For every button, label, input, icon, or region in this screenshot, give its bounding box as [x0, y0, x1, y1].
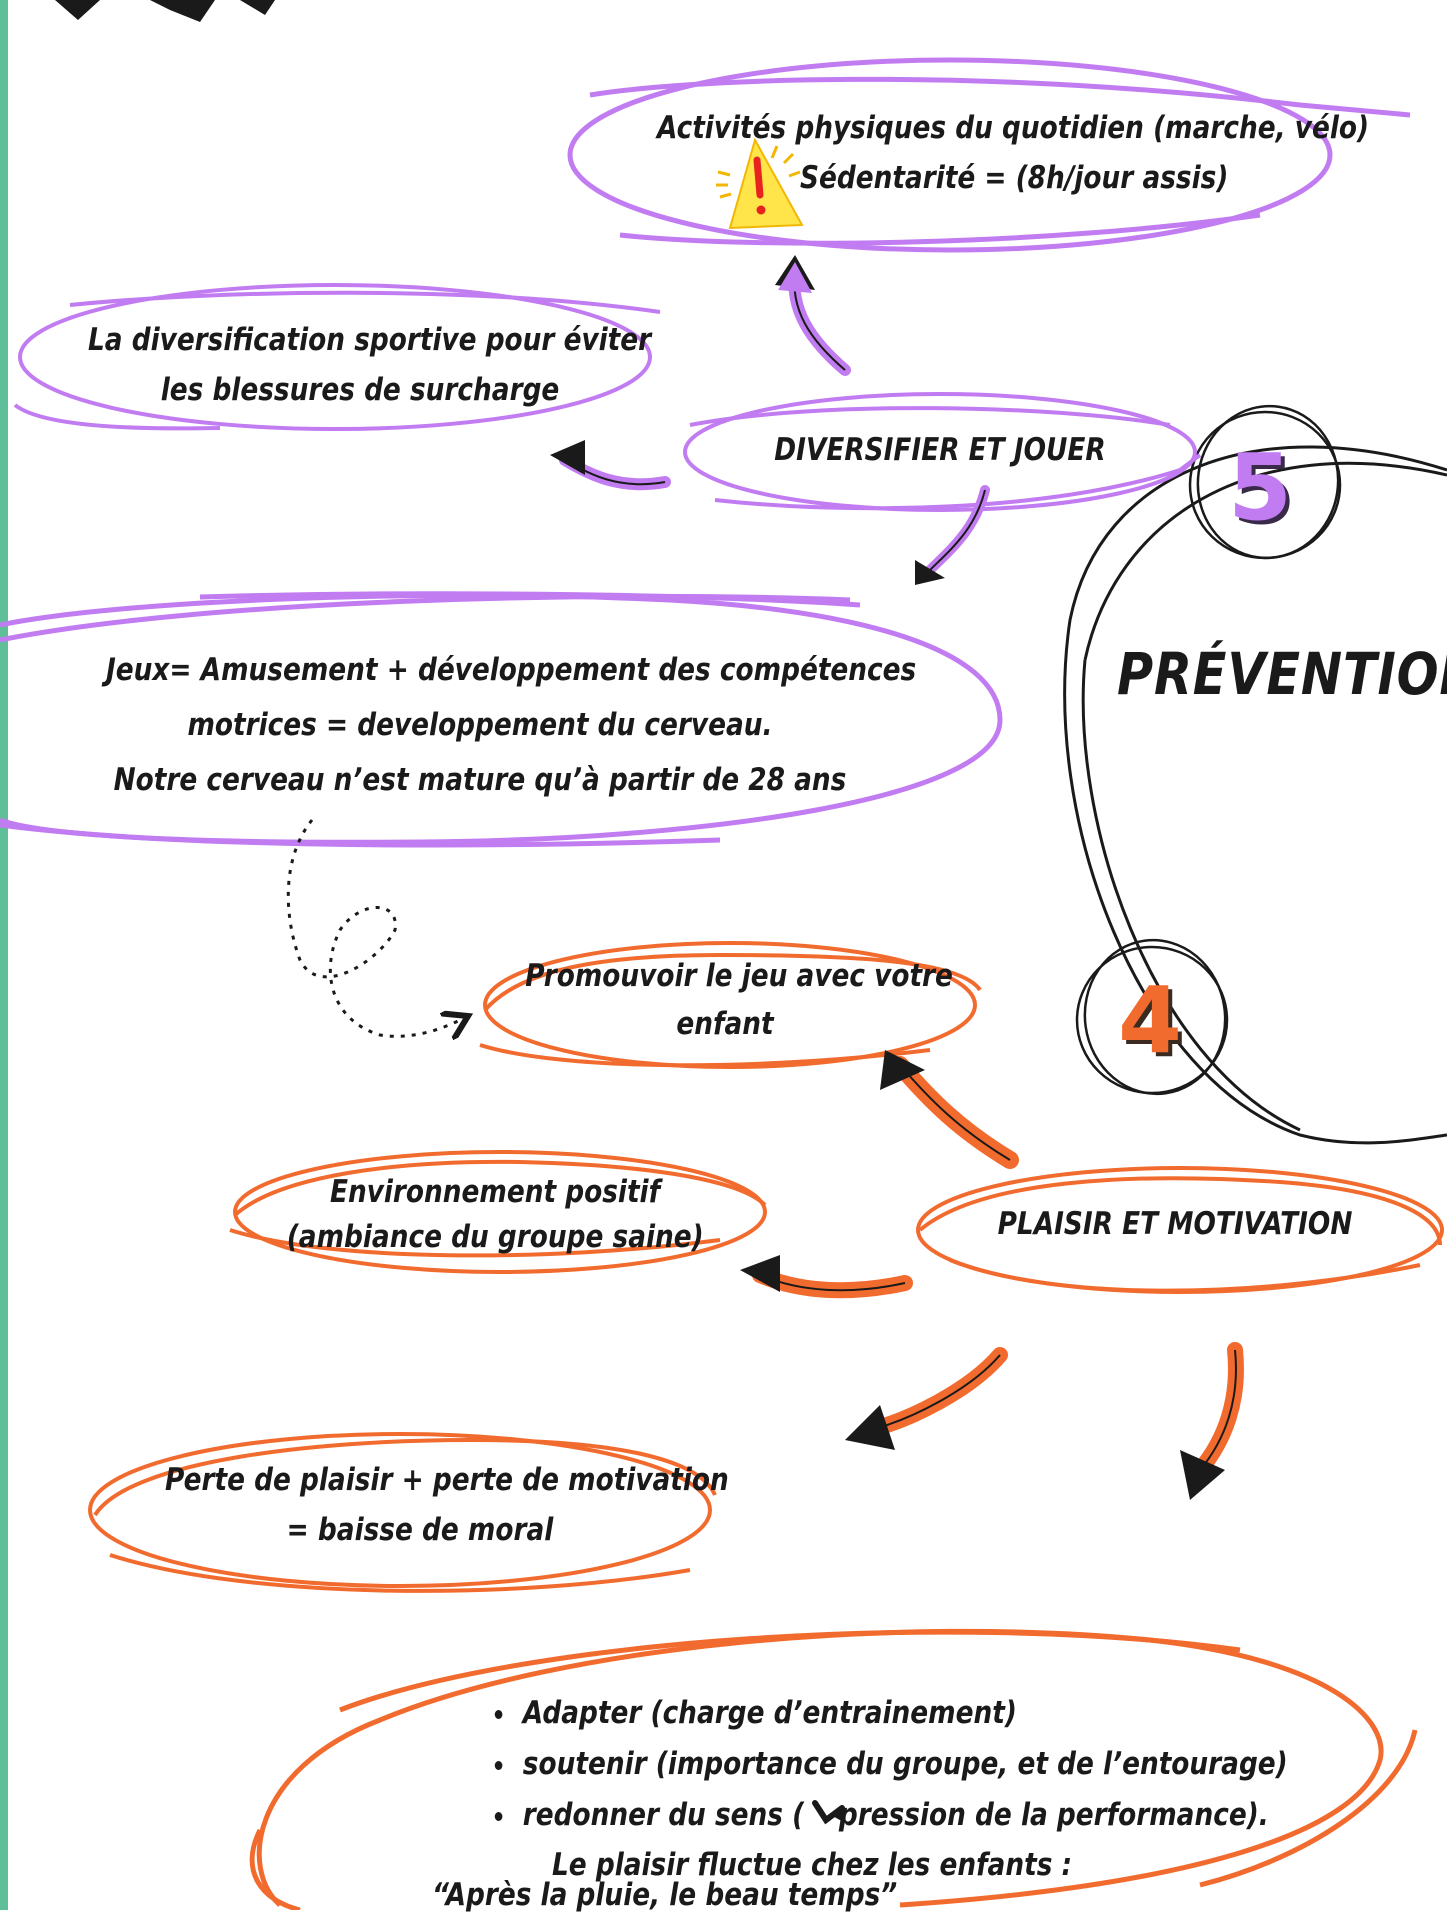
big-bubble-line3: Notre cerveau n’est mature qu’à partir d…	[113, 762, 847, 798]
dotted-loop-arrow	[286, 819, 460, 1036]
env-bubble-line1: Environnement positif	[329, 1174, 661, 1210]
diversifier-hub-label: DIVERSIFIER ET JOUER	[774, 432, 1106, 468]
prevention-circle	[1063, 445, 1447, 1145]
bullet-soutenir: soutenir (importance du groupe, et de l’…	[516, 1739, 1288, 1790]
promote-bubble-line1: Promouvoir le jeu avec votre	[525, 958, 953, 994]
warning-icon	[716, 137, 804, 230]
loss-bubble-line2: = baisse de moral	[286, 1512, 554, 1548]
number-5: 5	[1228, 434, 1293, 541]
arrow-up-to-promote	[880, 1050, 1019, 1169]
diversifier-hub-outline	[683, 392, 1202, 512]
promote-bubble-line2: enfant	[676, 1006, 774, 1042]
bullet-redonner-before: redonner du sens (	[522, 1797, 805, 1833]
arrow-left-to-left-bubble	[550, 440, 671, 491]
plaisir-hub-outline	[916, 1166, 1444, 1294]
prevention-title: PRÉVENTION	[1117, 640, 1447, 708]
loss-bubble-outline	[88, 1432, 717, 1593]
top-bubble-outline	[567, 57, 1411, 253]
big-bubble-line1: Jeux= Amusement + développement des comp…	[106, 652, 917, 688]
bullet-redonner: redonner du sens ( pression de la perfor…	[516, 1790, 1288, 1841]
bottom-bubble-line4: Le plaisir fluctue chez les enfants :	[552, 1847, 1073, 1883]
env-bubble-line2: (ambiance du groupe saine)	[286, 1219, 704, 1255]
plaisir-hub-label: PLAISIR ET MOTIVATION	[997, 1206, 1353, 1242]
bullet-redonner-after: pression de la performance).	[829, 1797, 1269, 1833]
promote-bubble-outline	[479, 941, 982, 1069]
bottom-bubble-outline	[249, 1628, 1418, 1910]
left-bubble-line2: les blessures de surcharge	[160, 372, 560, 408]
bullet-adapter: Adapter (charge d’entrainement)	[516, 1688, 1288, 1739]
loss-bubble-line1: Perte de plaisir + perte de motivation	[165, 1462, 729, 1498]
number-4: 4	[1118, 967, 1183, 1074]
corner-scribble	[55, 0, 275, 22]
big-purple-bubble-outline	[0, 591, 1003, 848]
bottom-bubble-quote: “Après la pluie, le beau temps”	[432, 1877, 898, 1913]
left-bubble-outline	[13, 283, 661, 431]
top-bubble-line1: Activités physiques du quotidien (marche…	[657, 110, 1370, 146]
bottom-bubble-bullets: Adapter (charge d’entrainement) soutenir…	[482, 1688, 1288, 1841]
arrow-down-to-bottom	[1180, 1342, 1244, 1500]
number-4-circle	[1075, 938, 1229, 1096]
top-bubble-line2: Sédentarité = (8h/jour assis)	[800, 160, 1229, 196]
arrow-down-to-big-bubble	[915, 485, 990, 585]
env-bubble-outline	[229, 1150, 767, 1274]
big-bubble-line2: motrices = developpement du cerveau.	[187, 707, 773, 743]
arrow-left-to-env	[740, 1255, 913, 1299]
left-green-stripe	[0, 0, 8, 1910]
left-bubble-line1: La diversification sportive pour éviter	[88, 322, 652, 358]
arrow-up-to-top-bubble	[775, 255, 851, 376]
down-right-arrow-icon	[812, 1800, 845, 1825]
number-5-circle	[1188, 404, 1342, 560]
arrow-down-to-loss	[845, 1347, 1008, 1450]
